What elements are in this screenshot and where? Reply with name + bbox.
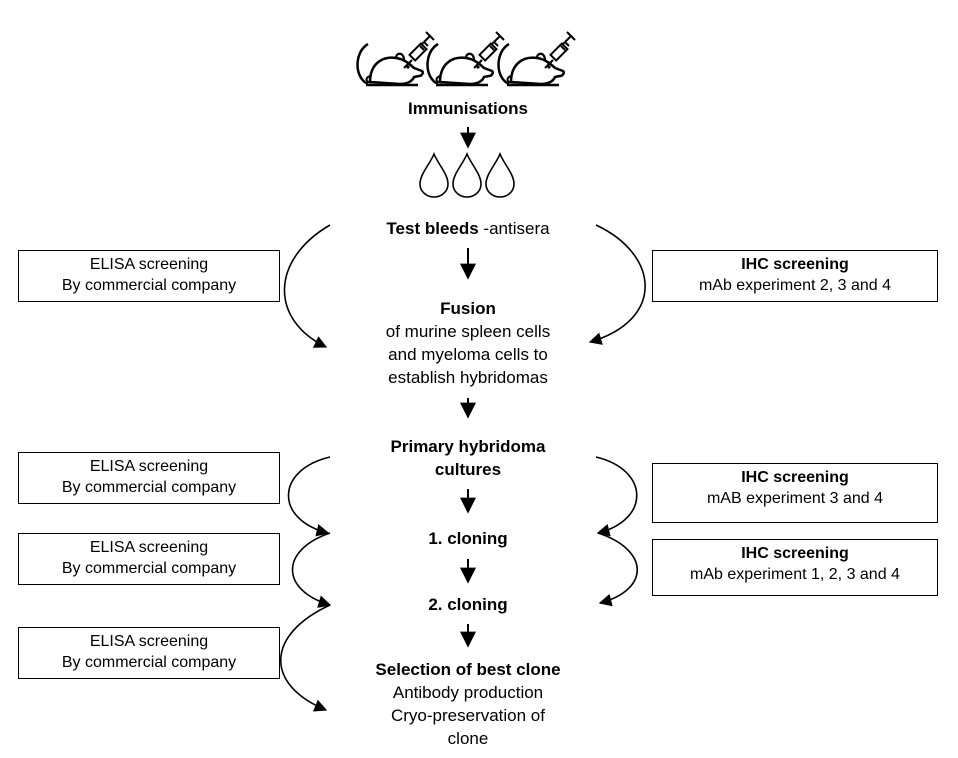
- mouse-with-syringe-icon: [356, 30, 436, 87]
- ihc-box-detail: mAb experiment 1, 2, 3 and 4: [690, 566, 900, 583]
- elisa-box-title: ELISA screening: [89, 633, 209, 650]
- cloning-2-label: 2. cloning: [428, 595, 508, 614]
- selection-line-2: Cryo-preservation of: [390, 706, 545, 725]
- test-bleeds-rest: -antisera: [478, 219, 550, 238]
- blood-drop-icon: [452, 153, 482, 198]
- selection-line-1: Antibody production: [392, 683, 544, 702]
- selection-line-3: clone: [447, 729, 489, 748]
- elisa-box-detail: By commercial company: [61, 277, 237, 294]
- ihc-box-detail: mAB experiment 3 and 4: [706, 490, 884, 507]
- ihc-box-title: IHC screening: [741, 545, 849, 562]
- ihc-box-title: IHC screening: [741, 469, 849, 486]
- blood-drop-icon: [485, 153, 515, 198]
- ihc-box-1: IHC screening mAb experiment 2, 3 and 4: [652, 250, 938, 302]
- fusion-line-2: and myeloma cells to: [388, 345, 548, 364]
- fusion-line-1: of murine spleen cells: [385, 322, 551, 341]
- elisa-box-title: ELISA screening: [89, 539, 209, 556]
- cloning-1-label: 1. cloning: [428, 529, 508, 548]
- mouse-with-syringe-icon: [497, 30, 577, 87]
- mouse-with-syringe-icon: [426, 30, 506, 87]
- fusion-title: Fusion: [440, 299, 496, 318]
- elisa-box-4: ELISA screening By commercial company: [18, 627, 280, 679]
- elisa-box-title: ELISA screening: [89, 458, 209, 475]
- elisa-box-2: ELISA screening By commercial company: [18, 452, 280, 504]
- blood-drop-icon: [419, 153, 449, 198]
- selection-title: Selection of best clone: [375, 660, 561, 679]
- elisa-box-detail: By commercial company: [61, 654, 237, 671]
- immunisations-label: Immunisations: [408, 99, 528, 118]
- elisa-box-title: ELISA screening: [89, 256, 209, 273]
- ihc-box-3: IHC screening mAb experiment 1, 2, 3 and…: [652, 539, 938, 596]
- elisa-box-1: ELISA screening By commercial company: [18, 250, 280, 302]
- ihc-box-2: IHC screening mAB experiment 3 and 4: [652, 463, 938, 523]
- test-bleeds-bold: Test bleeds: [386, 219, 479, 238]
- elisa-box-detail: By commercial company: [61, 560, 237, 577]
- primary-hybridoma-line-2: cultures: [434, 460, 502, 479]
- primary-hybridoma-line-1: Primary hybridoma: [390, 437, 546, 456]
- ihc-box-title: IHC screening: [741, 256, 849, 273]
- left-connector: [279, 224, 332, 712]
- elisa-box-3: ELISA screening By commercial company: [18, 533, 280, 585]
- test-bleeds-label: Test bleeds -antisera: [338, 218, 598, 239]
- right-connector: [588, 224, 646, 607]
- ihc-box-detail: mAb experiment 2, 3 and 4: [698, 277, 892, 294]
- fusion-line-3: establish hybridomas: [388, 368, 548, 387]
- elisa-box-detail: By commercial company: [61, 479, 237, 496]
